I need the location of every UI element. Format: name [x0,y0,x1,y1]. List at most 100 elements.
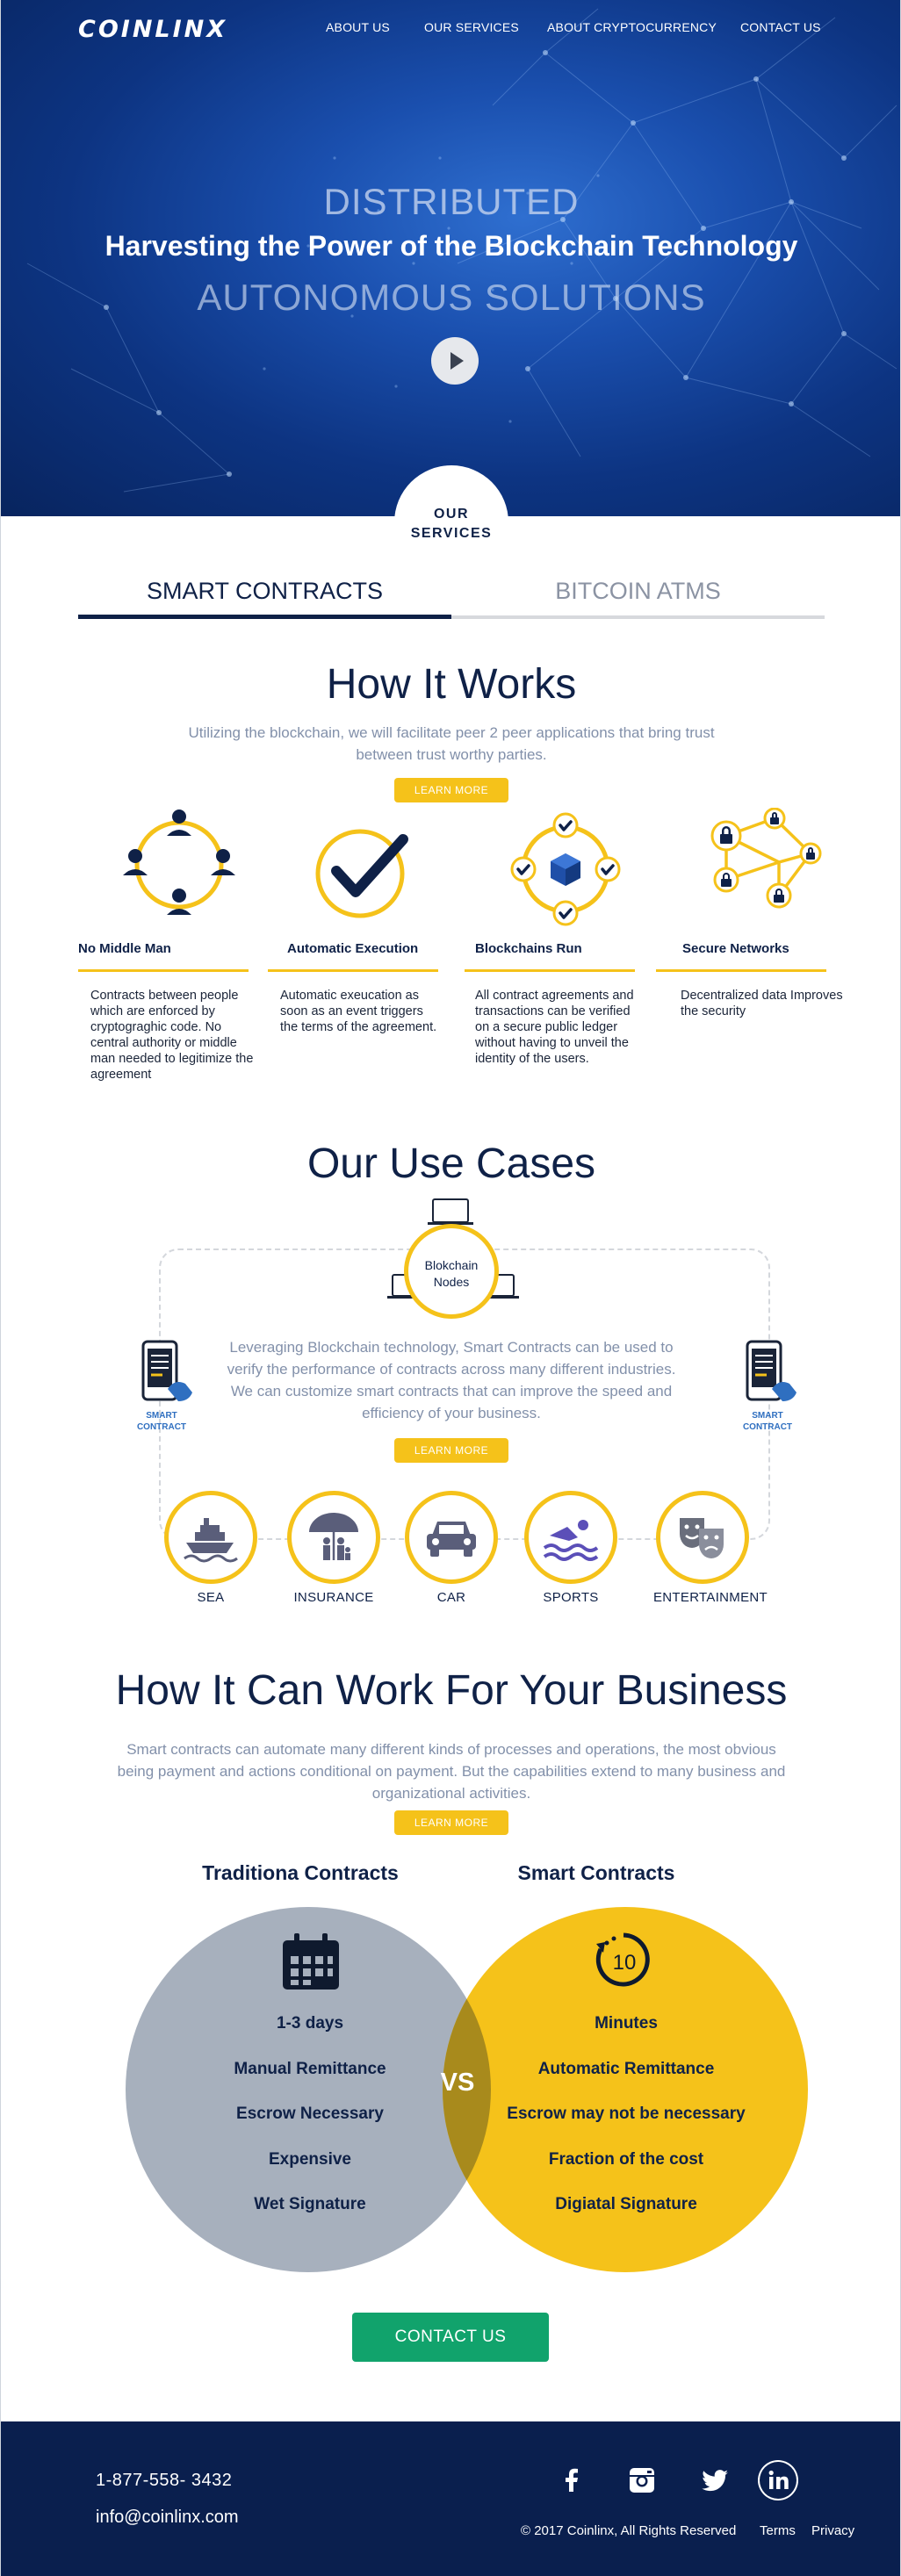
footer-email[interactable]: info@coinlinx.com [96,2508,239,2527]
hero-text-distributed: DISTRIBUTED [323,181,580,222]
swimmer-icon [543,1520,599,1561]
smart-item: Digiatal Signature [555,2195,697,2213]
feature-description: All contract agreements and transactions… [475,989,634,1066]
vs-label: VS [440,2069,475,2097]
badge-line-1: OUR [433,507,470,522]
how-it-works-description: Utilizing the blockchain, we will facili… [188,724,715,763]
smart-item: Fraction of the cost [548,2150,704,2169]
linkedin-link[interactable] [758,2460,798,2500]
blockchain-nodes-circle: Blokchain Nodes [404,1224,499,1319]
hero-headline: Harvesting the Power of the Blockchain T… [105,230,798,262]
hero-section: COINLINX ABOUT US OUR SERVICES ABOUT CRY… [1,0,900,516]
timer-value: 10 [613,1951,637,1975]
feature-title: No Middle Man [78,941,171,956]
instagram-link[interactable] [622,2460,662,2500]
play-video-button[interactable] [431,337,479,385]
network-background-graphic [26,8,897,493]
smart-contract-phone-icon-left [141,1340,192,1401]
checkmark-icon [315,829,408,918]
smart-item: Escrow may not be necessary [507,2105,746,2123]
ship-icon [184,1518,238,1563]
tab-bitcoin-atms[interactable]: BITCOIN ATMS [555,578,721,604]
use-case-sea[interactable] [164,1491,257,1584]
facebook-icon [566,2468,578,2492]
smart-contract-label-right: SMART CONTRACT [728,1410,807,1433]
hero-text-autonomous: AUTONOMOUS SOLUTIONS [197,277,706,318]
use-case-insurance[interactable] [287,1491,380,1584]
footer-privacy-link[interactable]: Privacy [811,2523,855,2538]
node-label-line-1: Blokchain [424,1258,479,1272]
linkedin-icon [760,2462,796,2499]
nav-about-cryptocurrency[interactable]: ABOUT CRYPTOCURRENCY [547,20,717,34]
footer-terms-link[interactable]: Terms [760,2523,796,2538]
feature-underline [268,969,438,972]
smart-contract-label-left: SMART CONTRACT [122,1410,201,1433]
car-icon [427,1522,476,1557]
feature-underline [78,969,249,972]
use-case-sports[interactable] [524,1491,617,1584]
instagram-icon [630,2468,654,2493]
use-case-label-entertainment: ENTERTAINMENT [652,1590,768,1605]
venn-diagram [126,1907,808,2272]
business-title: How It Can Work For Your Business [115,1667,788,1714]
use-case-entertainment[interactable] [656,1491,749,1584]
calendar-icon [283,1933,339,1990]
learn-more-button-use-cases[interactable]: LEARN MORE [394,1438,508,1463]
use-case-label-car: CAR [436,1590,466,1605]
facebook-link[interactable] [551,2460,592,2500]
twitter-icon [702,2470,728,2492]
business-description: Smart contracts can automate many differ… [117,1741,786,1802]
tab-smart-contracts[interactable]: SMART CONTRACTS [146,578,384,604]
feature-description: Automatic exeucation as soon as an event… [280,989,437,1034]
use-cases-description: Leveraging Blockchain technology, Smart … [227,1339,676,1421]
feature-title: Blockchains Run [475,941,582,956]
feature-title: Secure Networks [682,941,789,956]
use-case-label-insurance: INSURANCE [293,1590,374,1605]
feature-description: Decentralized data Improves the security [681,989,843,1018]
contact-us-button[interactable]: CONTACT US [352,2313,549,2362]
tab-inactive-indicator [451,615,825,619]
traditional-item: Expensive [269,2150,351,2169]
use-case-label-sea: SEA [197,1590,225,1605]
feature-underline [656,969,826,972]
footer-phone[interactable]: 1-877-558- 3432 [96,2471,233,2490]
how-it-works-title: How It Works [326,661,577,708]
our-services-badge: OUR SERVICES [394,465,508,579]
secure-network-lock-icon [710,808,822,909]
theater-masks-icon [680,1518,724,1558]
umbrella-family-icon [309,1513,358,1560]
traditional-item: 1-3 days [276,2014,344,2033]
feature-description: Contracts between people which are enfor… [90,989,254,1082]
traditional-item: Wet Signature [254,2195,366,2213]
node-label-line-2: Nodes [433,1275,470,1289]
smart-contracts-heading: Smart Contracts [517,1861,675,1884]
nav-about-us[interactable]: ABOUT US [326,20,390,34]
blockchain-cube-icon [510,812,621,926]
learn-more-button-business[interactable]: LEARN MORE [394,1810,508,1835]
twitter-link[interactable] [695,2460,735,2500]
learn-more-button-how-it-works[interactable]: LEARN MORE [394,778,508,802]
footer: 1-877-558- 3432 info@coinlinx.com [1,2421,900,2576]
footer-copyright: © 2017 Coinlinx, All Rights Reserved [521,2523,737,2538]
traditional-contracts-heading: Traditiona Contracts [202,1861,399,1884]
phone-label-line-2: CONTRACT [742,1422,793,1432]
smart-item: Minutes [595,2014,658,2033]
phone-label-line-1: SMART [752,1411,783,1421]
feature-underline [465,969,635,972]
tab-active-indicator [78,615,451,619]
smart-contract-phone-icon-right [746,1340,796,1401]
coinlinx-logo[interactable]: COINLINX [78,16,228,43]
nav-contact-us[interactable]: CONTACT US [740,20,821,34]
timer-icon: 10 [595,1932,650,1987]
phone-label-line-2: CONTRACT [136,1422,187,1432]
use-case-label-sports: SPORTS [543,1590,599,1605]
feature-title: Automatic Execution [287,941,419,956]
main-nav: ABOUT US OUR SERVICES ABOUT CRYPTOCURREN… [1,20,900,38]
traditional-item: Manual Remittance [234,2060,386,2078]
smart-item: Automatic Remittance [537,2060,715,2078]
badge-line-2: SERVICES [410,526,493,541]
use-case-car[interactable] [405,1491,498,1584]
phone-label-line-1: SMART [146,1411,177,1421]
nav-our-services[interactable]: OUR SERVICES [424,20,519,34]
traditional-item: Escrow Necessary [236,2105,384,2123]
